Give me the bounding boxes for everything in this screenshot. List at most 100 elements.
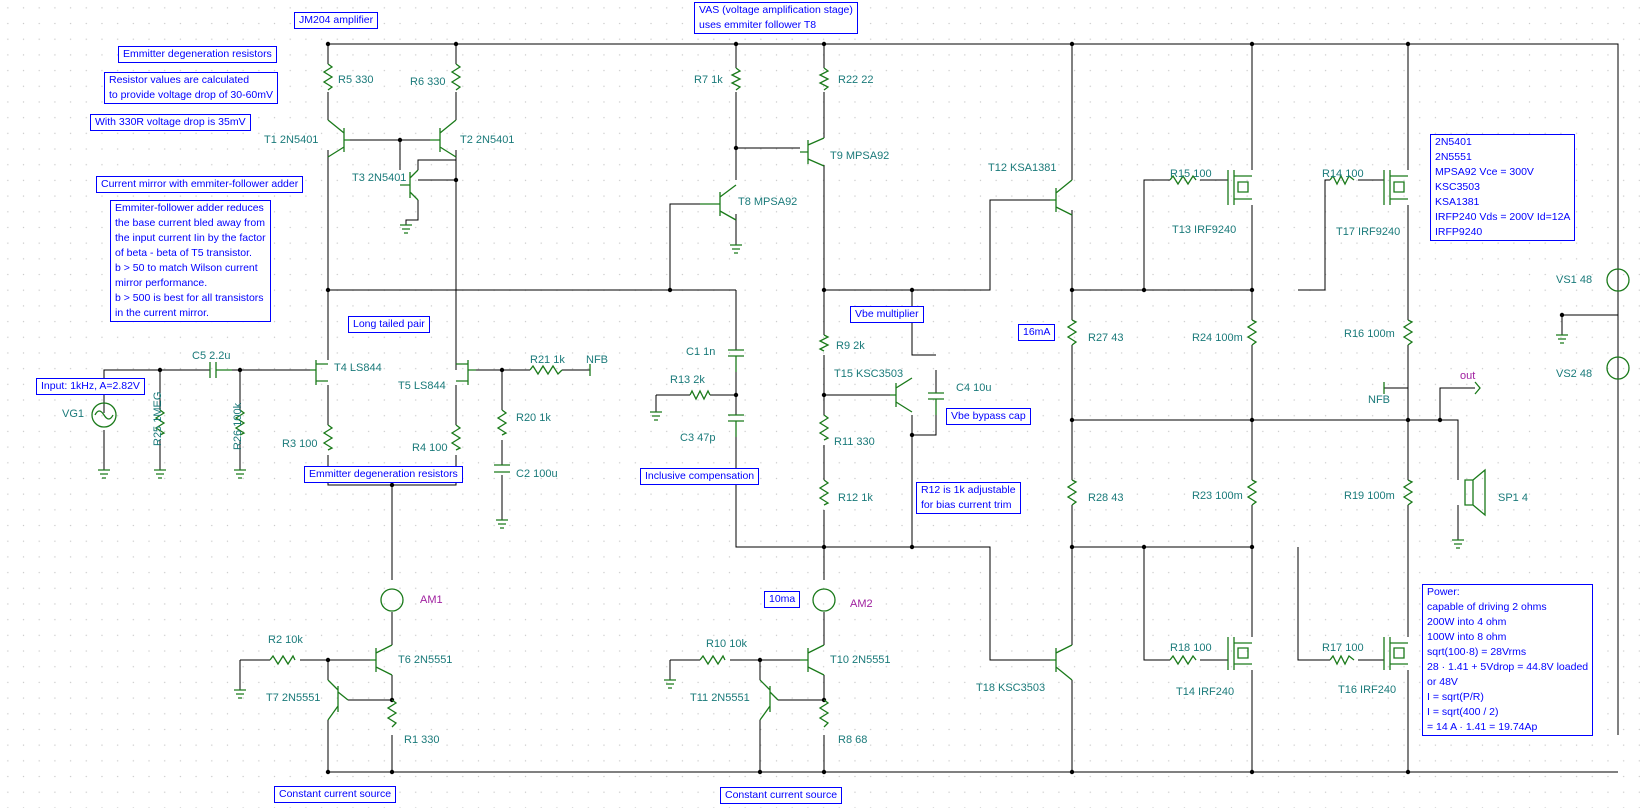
parts-line: KSC3503 xyxy=(1435,181,1480,193)
label-t15: T15 KSC3503 xyxy=(834,368,904,380)
r5-symbol xyxy=(322,63,334,91)
t18-symbol xyxy=(1050,644,1073,681)
r20-symbol xyxy=(496,409,508,436)
r28-symbol xyxy=(1066,479,1078,506)
t7-symbol xyxy=(327,679,349,721)
mirror-note: Current mirror with emmiter-follower add… xyxy=(96,176,304,193)
components xyxy=(91,63,1630,728)
label-r13: R13 2k xyxy=(670,374,705,386)
label-r3: R3 100 xyxy=(282,438,318,450)
r23-symbol xyxy=(1246,479,1258,506)
t13-symbol xyxy=(1227,170,1252,205)
degen-note-bottom: Emmitter degeneration resistors xyxy=(304,466,463,483)
label-r7: R7 1k xyxy=(694,74,723,86)
mirror-desc-line: Emmiter-follower adder reduces xyxy=(115,202,264,214)
parts-line: IRFP240 Vds = 200V Id=12A xyxy=(1435,211,1571,223)
label-t8: T8 MPSA92 xyxy=(738,196,798,208)
label-c2: C2 100u xyxy=(516,468,558,480)
t5-symbol xyxy=(456,360,476,385)
label-r15: R15 100 xyxy=(1170,168,1212,180)
label-vs1: VS1 48 xyxy=(1556,274,1593,286)
label-r4: R4 100 xyxy=(412,442,448,454)
r9-symbol xyxy=(818,334,830,352)
vs2-symbol xyxy=(1606,356,1630,380)
t15-symbol xyxy=(890,377,913,413)
am2-symbol xyxy=(812,588,836,612)
vbe-bypass-note: Vbe bypass cap xyxy=(946,408,1031,425)
label-c4: C4 10u xyxy=(956,382,992,394)
r16-symbol xyxy=(1402,319,1414,346)
vas-note-line: uses emmiter follower T8 xyxy=(699,19,817,31)
with330-note: With 330R voltage drop is 35mV xyxy=(90,114,251,131)
r22-symbol xyxy=(818,67,830,91)
label-r17: R17 100 xyxy=(1322,642,1364,654)
r12-note-line: R12 is 1k adjustable xyxy=(921,484,1016,496)
ground-symbols xyxy=(98,224,1568,699)
r26-symbol xyxy=(234,409,246,436)
label-r28: R28 43 xyxy=(1088,492,1124,504)
r25-symbol xyxy=(154,409,166,436)
r12-note: R12 is 1k adjustable for bias current tr… xyxy=(916,482,1021,514)
power-line: 200W into 4 ohm xyxy=(1427,616,1507,628)
label-c3: C3 47p xyxy=(680,432,716,444)
r10-symbol xyxy=(699,654,726,666)
i16-note: 16mA xyxy=(1018,324,1056,341)
r19-symbol xyxy=(1402,479,1414,506)
power-line: or 48V xyxy=(1427,676,1458,688)
power-line: capable of driving 2 ohms xyxy=(1427,601,1547,613)
am1-symbol xyxy=(380,588,404,612)
r2-symbol xyxy=(269,654,296,666)
t1-symbol xyxy=(327,119,350,158)
label-r6: R6 330 xyxy=(410,76,446,88)
label-t7: T7 2N5551 xyxy=(266,692,321,704)
parts-line: MPSA92 Vce = 300V xyxy=(1435,166,1534,178)
label-r26: R26 100k xyxy=(232,402,244,450)
power-line: 28 · 1.41 + 5Vdrop = 44.8V loaded xyxy=(1427,661,1589,673)
ccs-note-2: Constant current source xyxy=(720,787,843,804)
vas-note: VAS (voltage amplification stage) uses e… xyxy=(694,2,858,34)
power-line: 100W into 8 ohm xyxy=(1427,631,1507,643)
t16-symbol xyxy=(1383,637,1408,670)
label-r9: R9 2k xyxy=(836,340,865,352)
r11-symbol xyxy=(818,414,830,441)
label-r14: R14 100 xyxy=(1322,168,1364,180)
t6-symbol xyxy=(370,644,393,676)
degen-note-top: Emmitter degeneration resistors xyxy=(118,46,277,63)
vbe-multiplier-note: Vbe multiplier xyxy=(850,306,924,323)
label-t18: T18 KSC3503 xyxy=(976,682,1046,694)
power-line: sqrt(100·8) = 28Vrms xyxy=(1427,646,1527,658)
input-note: Input: 1kHz, A=2.82V xyxy=(36,378,145,395)
label-t10: T10 2N5551 xyxy=(830,654,891,666)
mirror-desc-line: the input current Iin by the factor xyxy=(115,232,266,244)
t2-symbol xyxy=(430,119,457,158)
t9-symbol xyxy=(800,137,825,167)
r12-symbol xyxy=(818,479,830,506)
parts-line: IRFP9240 xyxy=(1435,226,1483,238)
i10-note: 10ma xyxy=(764,591,801,608)
mirror-desc-line: mirror performance. xyxy=(115,277,208,289)
r12-note-line: for bias current trim xyxy=(921,499,1012,511)
label-r24: R24 100m xyxy=(1192,332,1243,344)
parts-note: 2N5401 2N5551 MPSA92 Vce = 300V KSC3503 … xyxy=(1430,134,1576,241)
label-r25: R25 1MEG xyxy=(152,391,164,446)
r15-symbol xyxy=(1169,174,1197,186)
c2-symbol xyxy=(494,464,510,473)
label-r16: R16 100m xyxy=(1344,328,1395,340)
r4-symbol xyxy=(450,424,462,451)
r24-symbol xyxy=(1246,319,1258,346)
label-t14: T14 IRF240 xyxy=(1176,686,1235,698)
c4-symbol xyxy=(928,392,944,415)
resistor-calc-line: to provide voltage drop of 30-60mV xyxy=(109,89,274,101)
power-note: Power: capable of driving 2 ohms 200W in… xyxy=(1422,584,1594,736)
label-am2: AM2 xyxy=(850,598,873,610)
label-r2: R2 10k xyxy=(268,634,303,646)
ccs-note-1: Constant current source xyxy=(274,786,397,803)
mirror-desc-note: Emmiter-follower adder reduces the base … xyxy=(110,200,271,322)
label-r5: R5 330 xyxy=(338,74,374,86)
mirror-desc-line: in the current mirror. xyxy=(115,307,209,319)
t8-symbol xyxy=(700,184,737,221)
parts-line: KSA1381 xyxy=(1435,196,1480,208)
r3-symbol xyxy=(322,424,334,451)
label-r11: R11 330 xyxy=(834,436,875,448)
